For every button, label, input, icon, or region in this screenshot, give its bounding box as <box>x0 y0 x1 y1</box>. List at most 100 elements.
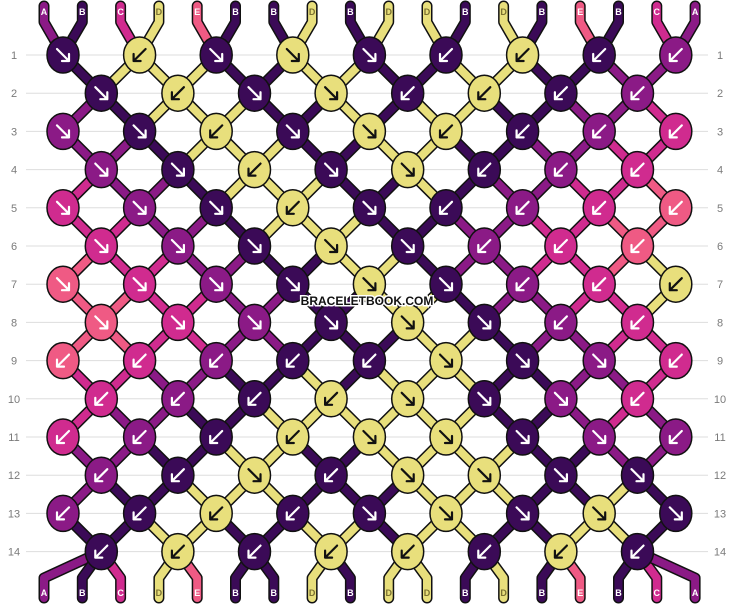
knot <box>390 456 425 494</box>
bottom-string-label: E <box>577 588 583 598</box>
knot <box>544 532 578 571</box>
knot <box>620 456 655 494</box>
knot <box>467 150 502 189</box>
arrow-down-right-icon <box>438 277 454 292</box>
knot <box>582 265 616 303</box>
arrow-down-left-icon <box>247 544 262 559</box>
knot <box>429 189 463 227</box>
row-number-left: 2 <box>11 88 17 100</box>
knot <box>314 150 348 189</box>
bottom-string-a <box>40 547 106 602</box>
knot <box>276 189 310 227</box>
knot <box>84 532 119 571</box>
knot <box>390 74 425 112</box>
arrow-down-left-icon <box>209 506 224 521</box>
arrow-down-right-icon <box>362 47 377 63</box>
row-number-right: 14 <box>714 547 726 559</box>
knot <box>84 74 119 112</box>
arrow-down-left-icon <box>324 468 339 483</box>
arrow-down-right-icon <box>209 200 224 215</box>
knot <box>46 112 80 151</box>
bottom-string-label: B <box>615 588 622 598</box>
arrow-down-right-icon <box>170 315 185 330</box>
arrow-down-left-icon <box>553 315 568 330</box>
arrow-down-right-icon <box>324 315 339 330</box>
bottom-string-label: C <box>117 588 124 598</box>
arrow-down-left-icon <box>477 238 492 254</box>
arrow-down-right-icon <box>515 429 530 445</box>
arrow-down-right-icon <box>362 200 377 215</box>
knot <box>544 150 578 189</box>
bottom-string-label: E <box>194 588 200 598</box>
arrow-down-left-icon <box>553 238 568 254</box>
arrow-down-left-icon <box>132 506 147 521</box>
row-number-right: 9 <box>717 356 723 368</box>
knot <box>352 418 387 456</box>
knot <box>46 36 80 74</box>
row-number-left: 4 <box>11 165 17 177</box>
arrow-down-right-icon <box>515 353 530 368</box>
arrow-down-left-icon <box>668 124 683 139</box>
arrow-down-right-icon <box>94 162 109 177</box>
arrow-down-right-icon <box>400 468 415 483</box>
top-string-label: B <box>615 7 622 17</box>
knot <box>161 150 195 189</box>
row-number-right: 8 <box>717 317 723 329</box>
arrow-down-right-icon <box>553 391 568 406</box>
arrow-down-left-icon <box>94 544 109 559</box>
knot <box>505 418 540 456</box>
arrow-down-left-icon <box>630 162 645 177</box>
bottom-string-label: A <box>692 588 699 598</box>
top-string-label: C <box>117 7 124 17</box>
top-string-label: B <box>462 7 469 17</box>
knot <box>276 36 310 74</box>
arrow-down-left-icon <box>592 277 607 292</box>
arrow-down-right-icon <box>132 200 147 215</box>
knot <box>429 341 463 380</box>
bottom-string-label: D <box>500 588 507 598</box>
arrow-down-right-icon <box>132 124 147 139</box>
arrow-down-left-icon <box>55 429 71 445</box>
arrow-down-right-icon <box>400 315 415 330</box>
knot <box>390 227 425 265</box>
arrow-down-right-icon <box>553 468 568 483</box>
knot <box>659 189 693 227</box>
arrow-down-left-icon <box>55 506 71 521</box>
row-number-left: 8 <box>11 317 17 329</box>
knot <box>46 265 80 303</box>
arrow-down-left-icon <box>515 277 530 292</box>
arrow-down-right-icon <box>247 238 262 254</box>
arrow-down-right-icon <box>324 162 339 177</box>
knot <box>122 189 157 227</box>
arrow-down-left-icon <box>170 468 185 483</box>
knot <box>84 227 119 265</box>
knot <box>620 227 655 265</box>
arrow-down-right-icon <box>209 47 224 63</box>
knot <box>429 418 463 456</box>
bottom-string-label: C <box>654 588 661 598</box>
arrow-down-right-icon <box>477 468 492 483</box>
knot <box>620 303 655 342</box>
arrow-down-left-icon <box>247 162 262 177</box>
knot <box>276 265 310 303</box>
arrow-down-right-icon <box>362 277 377 292</box>
arrow-down-right-icon <box>362 429 377 445</box>
top-string-label: B <box>347 7 354 17</box>
knot <box>276 418 310 456</box>
arrow-down-left-icon <box>592 124 607 139</box>
row-number-left: 6 <box>11 241 17 253</box>
row-number-right: 2 <box>717 88 723 100</box>
knot <box>46 189 80 227</box>
arrow-down-left-icon <box>515 200 530 215</box>
arrow-down-left-icon <box>209 429 224 445</box>
arrow-down-right-icon <box>55 277 71 292</box>
knot <box>122 36 157 74</box>
arrow-down-left-icon <box>94 391 109 406</box>
top-string-label: D <box>385 7 392 17</box>
knot <box>84 456 119 494</box>
arrow-down-right-icon <box>170 162 185 177</box>
knot <box>161 532 195 571</box>
arrow-down-left-icon <box>209 124 224 139</box>
arrow-down-left-icon <box>285 506 300 521</box>
